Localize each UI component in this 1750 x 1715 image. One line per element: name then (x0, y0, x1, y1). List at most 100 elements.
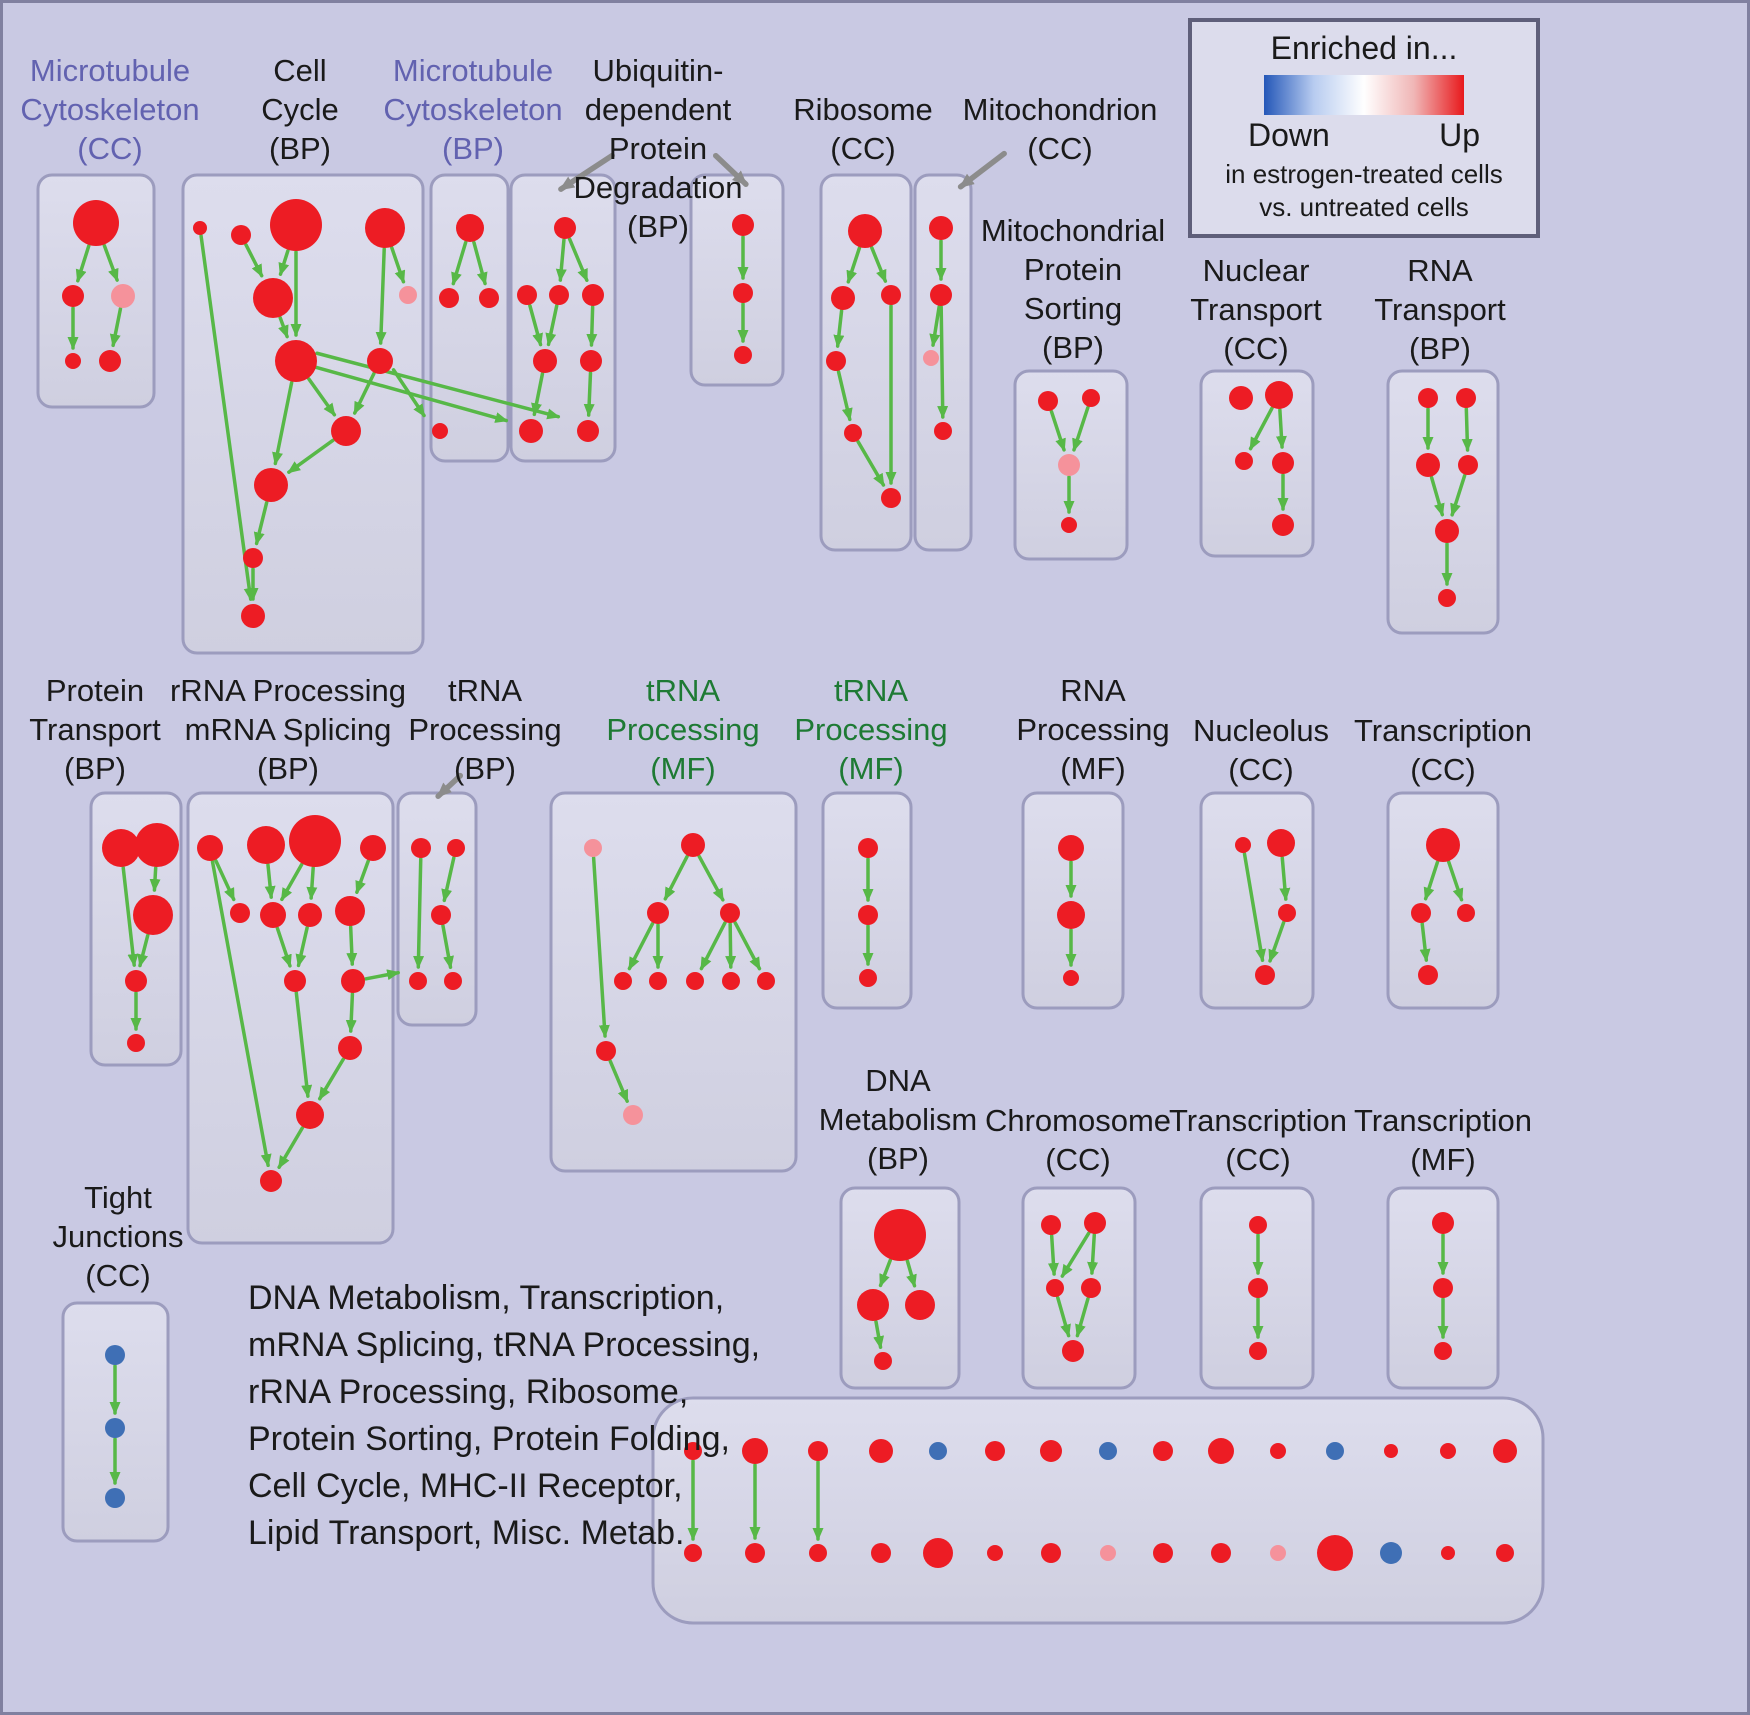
gene-set-node (720, 903, 740, 923)
gene-set-node (289, 815, 341, 867)
gene-set-node (1153, 1441, 1173, 1461)
gene-set-node (1434, 1342, 1452, 1360)
edge-arrow (278, 315, 289, 339)
gene-set-node (135, 823, 179, 867)
gene-set-node (1432, 1212, 1454, 1234)
gene-set-node (253, 278, 293, 318)
gene-set-node (1272, 514, 1294, 536)
gene-set-node (831, 286, 855, 310)
gene-set-node (519, 419, 543, 443)
gene-set-node (1418, 965, 1438, 985)
gene-set-node (1317, 1535, 1353, 1571)
mitochondrial-protein-sorting-bp-label: Sorting (1024, 291, 1122, 326)
gene-set-node (844, 424, 862, 442)
edge-arrow (253, 500, 269, 546)
gene-set-node (456, 214, 484, 242)
gene-set-node (399, 286, 417, 304)
gene-set-node (582, 284, 604, 306)
gene-set-node (431, 905, 451, 925)
edge-arrow (375, 247, 387, 346)
gene-set-node (1267, 829, 1295, 857)
edge-arrow (1275, 408, 1287, 450)
edge-arrow (929, 305, 941, 348)
edge-arrow (264, 863, 276, 900)
gene-set-node (623, 1105, 643, 1125)
gene-set-node (105, 1488, 125, 1508)
gene-set-node (1058, 454, 1080, 476)
edge-arrow (591, 856, 610, 1039)
microtubule-cytoskeleton-bp-label: Cytoskeleton (383, 92, 562, 127)
edge-arrow (1075, 1296, 1090, 1338)
nuclear-transport-cc-label: Transport (1190, 292, 1322, 327)
ubiquitin-degradation-bp-label: (BP) (627, 209, 689, 244)
edge-arrow (295, 925, 309, 968)
gene-set-node (1438, 589, 1456, 607)
misc-text-line: rRNA Processing, Ribosome, (248, 1373, 689, 1411)
gene-set-node (1270, 1545, 1286, 1561)
misc-cluster-box (651, 1396, 1545, 1625)
edge-arrow (441, 924, 454, 970)
edge-arrow (567, 237, 589, 283)
protein-transport-bp-label: (BP) (64, 751, 126, 786)
edge-arrow (244, 243, 264, 278)
gene-set-node (260, 902, 286, 928)
transcription-mf-label: Transcription (1354, 1103, 1532, 1138)
dna-metabolism-bp-label: (BP) (867, 1141, 929, 1176)
gene-set-node (409, 972, 427, 990)
mitochondrial-protein-sorting-bp-label: Protein (1024, 252, 1122, 287)
transcription-cc-bottom-label: Transcription (1169, 1103, 1347, 1138)
gene-set-node (1249, 1216, 1267, 1234)
edge-arrow (1047, 1234, 1059, 1277)
edge-arrow (472, 240, 488, 286)
edge-arrow (121, 866, 139, 968)
cell-cycle-bp-label: Cell (273, 53, 326, 88)
gene-set-node (745, 1543, 765, 1563)
gene-set-node (127, 1034, 145, 1052)
gene-set-node (1433, 1278, 1453, 1298)
cross-edge-arrow (364, 969, 401, 981)
gene-set-node (439, 288, 459, 308)
gene-set-node (881, 285, 901, 305)
rna-transport-bp-box (1386, 369, 1500, 635)
gene-set-node (742, 1438, 768, 1464)
gene-set-node (859, 969, 877, 987)
rna-processing-mf-label: RNA (1060, 673, 1126, 708)
gene-set-node (193, 221, 207, 235)
edge-arrow (137, 933, 150, 968)
edge-arrow (1429, 475, 1445, 517)
gene-set-node (905, 1290, 935, 1320)
edge-arrow (199, 234, 255, 602)
ribosome-cc-label: (CC) (830, 131, 895, 166)
mitochondrial-protein-sorting-bp-label: (BP) (1042, 330, 1104, 365)
gene-set-node (647, 902, 669, 924)
gene-set-node (1457, 904, 1475, 922)
gene-set-node (1063, 970, 1079, 986)
edge-arrow (307, 377, 337, 417)
gene-set-node (858, 838, 878, 858)
edge-arrow (102, 243, 119, 282)
gene-set-node (270, 199, 322, 251)
edge-arrow (1242, 852, 1267, 963)
misc-text-line: Cell Cycle, MHC-II Receptor, (248, 1467, 683, 1505)
legend-down-label: Down (1248, 117, 1330, 153)
gene-set-node (360, 835, 386, 861)
microtubule-cytoskeleton-cc-label: (CC) (77, 131, 142, 166)
gene-set-node (1416, 453, 1440, 477)
edge-arrow (451, 240, 468, 286)
edge-arrow (555, 238, 567, 283)
gene-set-node (923, 1538, 953, 1568)
gene-set-node (733, 283, 753, 303)
gene-set-node (296, 1101, 324, 1129)
edge-arrow (1072, 405, 1090, 452)
edge-arrow (1049, 409, 1066, 452)
cross-edge-arrow (391, 368, 426, 418)
label-pointer-arrow (435, 772, 464, 799)
edge-arrow (1447, 860, 1464, 902)
gene-set-node (230, 903, 250, 923)
gene-set-node (874, 1209, 926, 1261)
gene-set-node (105, 1418, 125, 1438)
edge-arrow (586, 305, 598, 348)
gene-set-node (929, 216, 953, 240)
gene-set-node (1235, 452, 1253, 470)
legend-subtitle-line2: vs. untreated cells (1259, 192, 1469, 222)
